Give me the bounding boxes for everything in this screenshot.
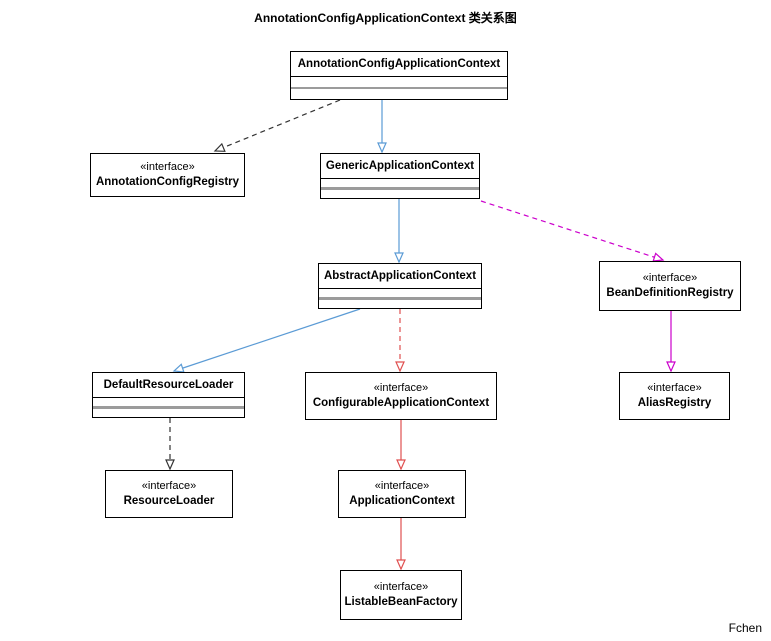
node-listable-bean-factory: «interface» ListableBeanFactory xyxy=(340,570,462,620)
node-abstract-application-context: AbstractApplicationContext xyxy=(318,263,482,309)
methods-compartment xyxy=(321,190,479,198)
interface-name: BeanDefinitionRegistry xyxy=(606,286,734,299)
stereotype-label: «interface» xyxy=(373,580,429,593)
class-name: AnnotationConfigApplicationContext xyxy=(291,52,507,77)
author-credit: Fchen xyxy=(728,621,762,635)
fields-compartment xyxy=(319,289,481,297)
class-name: AbstractApplicationContext xyxy=(319,264,481,289)
class-name: DefaultResourceLoader xyxy=(93,373,244,398)
node-annotation-config-registry: «interface» AnnotationConfigRegistry xyxy=(90,153,245,197)
interface-name: ListableBeanFactory xyxy=(344,595,458,608)
edge-abstract_application_context-default_resource_loader-extends xyxy=(172,308,361,373)
compartment-divider xyxy=(291,86,507,90)
interface-name: ResourceLoader xyxy=(123,494,215,507)
methods-compartment xyxy=(319,300,481,308)
compartment-divider xyxy=(93,406,244,409)
compartment-divider xyxy=(321,187,479,190)
compartment-divider xyxy=(319,297,481,300)
node-generic-application-context: GenericApplicationContext xyxy=(320,153,480,199)
fields-compartment xyxy=(291,77,507,87)
fields-compartment xyxy=(93,398,244,406)
fields-compartment xyxy=(321,179,479,187)
class-name: GenericApplicationContext xyxy=(321,154,479,179)
node-default-resource-loader: DefaultResourceLoader xyxy=(92,372,245,418)
interface-name: ApplicationContext xyxy=(349,494,455,507)
methods-compartment xyxy=(93,409,244,417)
node-resource-loader: «interface» ResourceLoader xyxy=(105,470,233,518)
node-application-context: «interface» ApplicationContext xyxy=(338,470,466,518)
stereotype-label: «interface» xyxy=(141,479,197,492)
stereotype-label: «interface» xyxy=(374,479,430,492)
node-bean-definition-registry: «interface» BeanDefinitionRegistry xyxy=(599,261,741,311)
interface-name: AnnotationConfigRegistry xyxy=(95,175,240,188)
stereotype-label: «interface» xyxy=(647,381,702,394)
edge-generic_application_context-bean_definition_registry-implements xyxy=(480,200,665,262)
stereotype-label: «interface» xyxy=(642,271,698,284)
diagram-title: AnnotationConfigApplicationContext 类关系图 xyxy=(254,11,517,25)
methods-compartment xyxy=(291,89,507,99)
node-configurable-application-context: «interface» ConfigurableApplicationConte… xyxy=(305,372,497,420)
interface-name: AliasRegistry xyxy=(637,396,712,409)
stereotype-label: «interface» xyxy=(373,381,429,394)
edge-annotation_config_application_context-annotation_config_registry-implements xyxy=(213,99,341,152)
node-alias-registry: «interface» AliasRegistry xyxy=(619,372,730,420)
interface-name: ConfigurableApplicationContext xyxy=(312,396,490,409)
node-annotation-config-application-context: AnnotationConfigApplicationContext xyxy=(290,51,508,100)
stereotype-label: «interface» xyxy=(140,160,195,173)
